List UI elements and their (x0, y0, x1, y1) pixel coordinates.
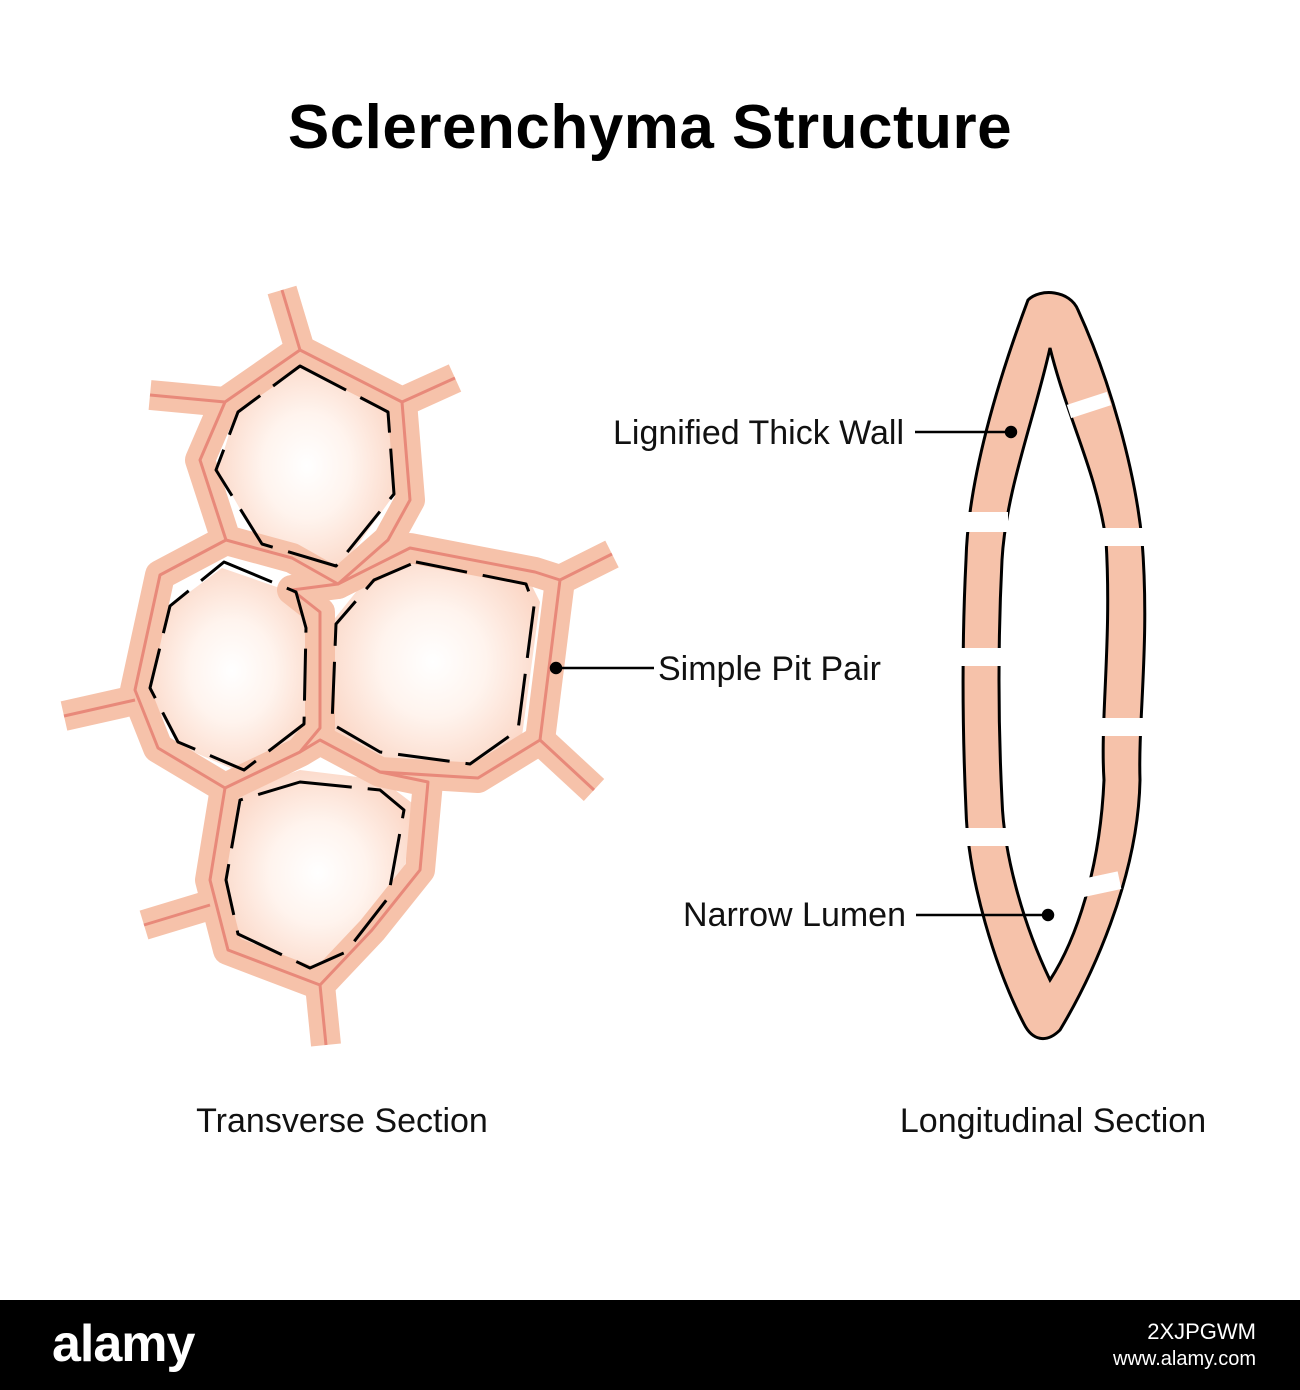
label-longitudinal-section: Longitudinal Section (900, 1102, 1206, 1140)
cell-lumens (146, 360, 540, 976)
diagram-canvas: Lignified Thick Wall Simple Pit Pair Nar… (60, 285, 1206, 1140)
cell-lumen-right (326, 550, 540, 774)
label-transverse-section: Transverse Section (196, 1102, 488, 1140)
page-title: Sclerenchyma Structure (287, 93, 1013, 162)
label-narrow-lumen: Narrow Lumen (683, 896, 906, 934)
footer-url: www.alamy.com (1113, 1348, 1256, 1370)
wall-outlines (148, 364, 536, 970)
image-id: 2XJPGWM (1147, 1319, 1256, 1344)
cell-lumen-left (146, 568, 318, 774)
transverse-section (60, 285, 619, 1047)
footer-meta: 2XJPGWM www.alamy.com (1113, 1318, 1256, 1372)
middle-lamella (63, 289, 613, 1046)
watermark-footer: alamy 2XJPGWM www.alamy.com (0, 1300, 1300, 1390)
label-simple-pit-pair: Simple Pit Pair (658, 650, 881, 688)
longitudinal-section (956, 291, 1150, 1040)
callouts (549, 425, 1055, 922)
cell-lumen-top (218, 360, 396, 572)
pointer-lumen (1041, 908, 1055, 922)
label-lignified-thick-wall: Lignified Thick Wall (613, 414, 904, 452)
pointer-pit-pair (549, 661, 563, 675)
alamy-logo: alamy (52, 1315, 195, 1373)
fiber-pits (956, 391, 1150, 899)
pointer-lignified-wall (1004, 425, 1018, 439)
